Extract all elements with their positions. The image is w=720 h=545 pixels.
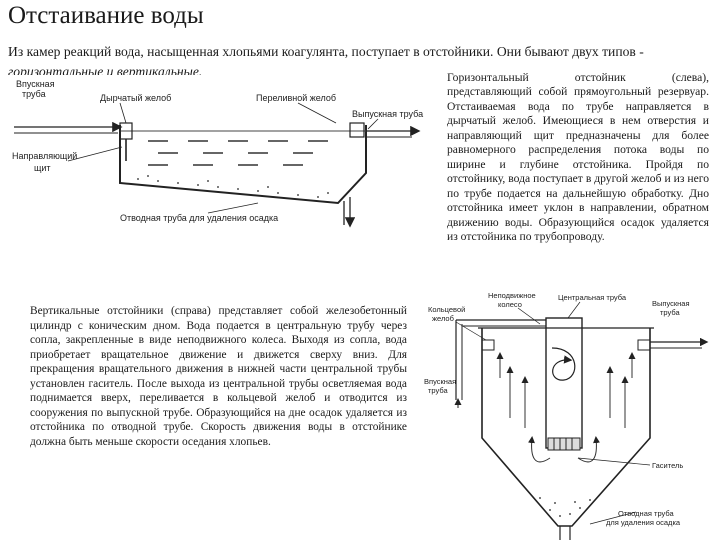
vertical-settler-figure: Неподвижное колесо Центральная труба Вып… bbox=[420, 288, 712, 540]
label-perforated-trough: Дырчатый желоб bbox=[100, 93, 171, 103]
horizontal-settler-figure: Впускная труба Дырчатый желоб Переливной… bbox=[8, 75, 426, 237]
label-inlet-pipe: Впускная bbox=[16, 79, 55, 89]
horizontal-settler-description: Горизонтальный отстойник (слева), предст… bbox=[447, 71, 709, 243]
label-outlet-pipe-2: труба bbox=[660, 308, 680, 317]
horizontal-settler-diagram: Впускная труба Дырчатый желоб Переливной… bbox=[12, 79, 423, 228]
label-fixed-wheel: Неподвижное bbox=[488, 291, 536, 300]
label-annular-trough: Кольцевой bbox=[428, 305, 465, 314]
label-inlet-pipe-2: труба bbox=[22, 89, 46, 99]
label-overflow-trough: Переливной желоб bbox=[256, 93, 336, 103]
vertical-settler-diagram: Неподвижное колесо Центральная труба Вып… bbox=[424, 291, 709, 540]
vertical-settler-description: Вертикальные отстойники (справа) предста… bbox=[30, 305, 407, 448]
label-inlet-pipe-2: труба bbox=[428, 386, 448, 395]
label-guide-shield: Направляющий bbox=[12, 151, 77, 161]
label-guide-shield-2: щит bbox=[34, 163, 51, 173]
label-annular-trough-2: желоб bbox=[432, 314, 454, 323]
label-outlet-pipe: Выпускная труба bbox=[352, 109, 423, 119]
label-drain-pipe: Отводная труба bbox=[618, 509, 674, 518]
label-damper: Гаситель bbox=[652, 461, 683, 470]
label-central-pipe: Центральная труба bbox=[558, 293, 627, 302]
intro-text: Из камер реакций вода, насыщенная хлопья… bbox=[8, 44, 644, 59]
label-drain-pipe-2: для удаления осадка bbox=[606, 518, 681, 527]
label-outlet-pipe: Выпускная bbox=[652, 299, 690, 308]
label-fixed-wheel-2: колесо bbox=[498, 300, 522, 309]
page-title: Отстаивание воды bbox=[8, 2, 204, 29]
label-drain-pipe: Отводная труба для удаления осадка bbox=[120, 213, 278, 223]
label-inlet-pipe: Впускная bbox=[424, 377, 456, 386]
